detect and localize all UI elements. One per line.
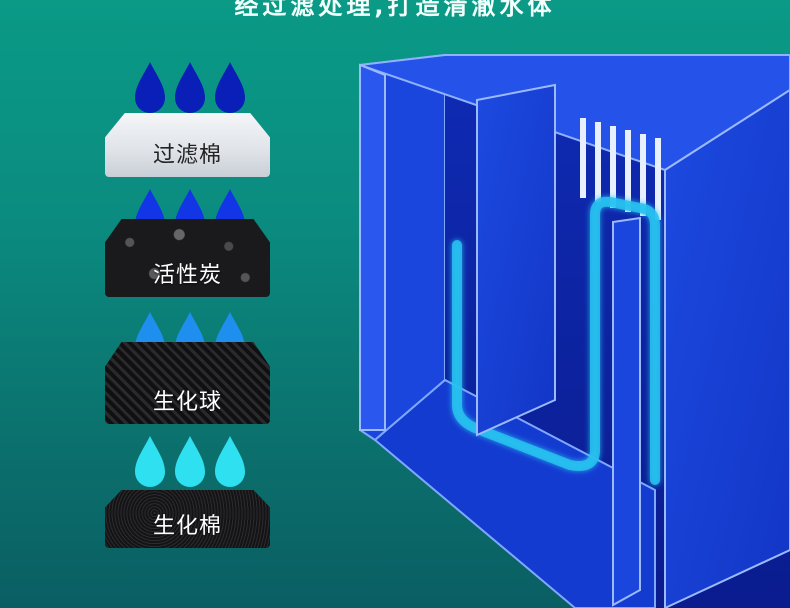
activated-carbon-block: 活性炭 <box>105 219 270 297</box>
water-drops-icon <box>135 62 245 113</box>
layer-label: 生化棉 <box>152 514 222 539</box>
layer-label: 活性炭 <box>152 263 222 288</box>
filter-layer-carbon: 活性炭 <box>105 185 270 300</box>
page-title: 经过滤处理,打造清澈水体 <box>234 0 556 20</box>
bio-balls-block: 生化球 <box>105 342 270 424</box>
layer-label: 过滤棉 <box>152 143 222 168</box>
filter-layer-bio-sponge: 生化棉 <box>105 432 270 552</box>
water-flow-path <box>452 196 660 485</box>
bio-sponge-block: 生化棉 <box>105 490 270 548</box>
filter-layer-cotton: 过滤棉 <box>105 58 270 178</box>
filter-cotton-block: 过滤棉 <box>105 113 270 177</box>
vent-slots <box>580 118 661 220</box>
filter-tank-illustration <box>359 53 790 608</box>
layer-label: 生化球 <box>152 390 222 415</box>
filter-layer-bio-balls: 生化球 <box>105 308 270 426</box>
water-drops-icon <box>135 436 245 487</box>
